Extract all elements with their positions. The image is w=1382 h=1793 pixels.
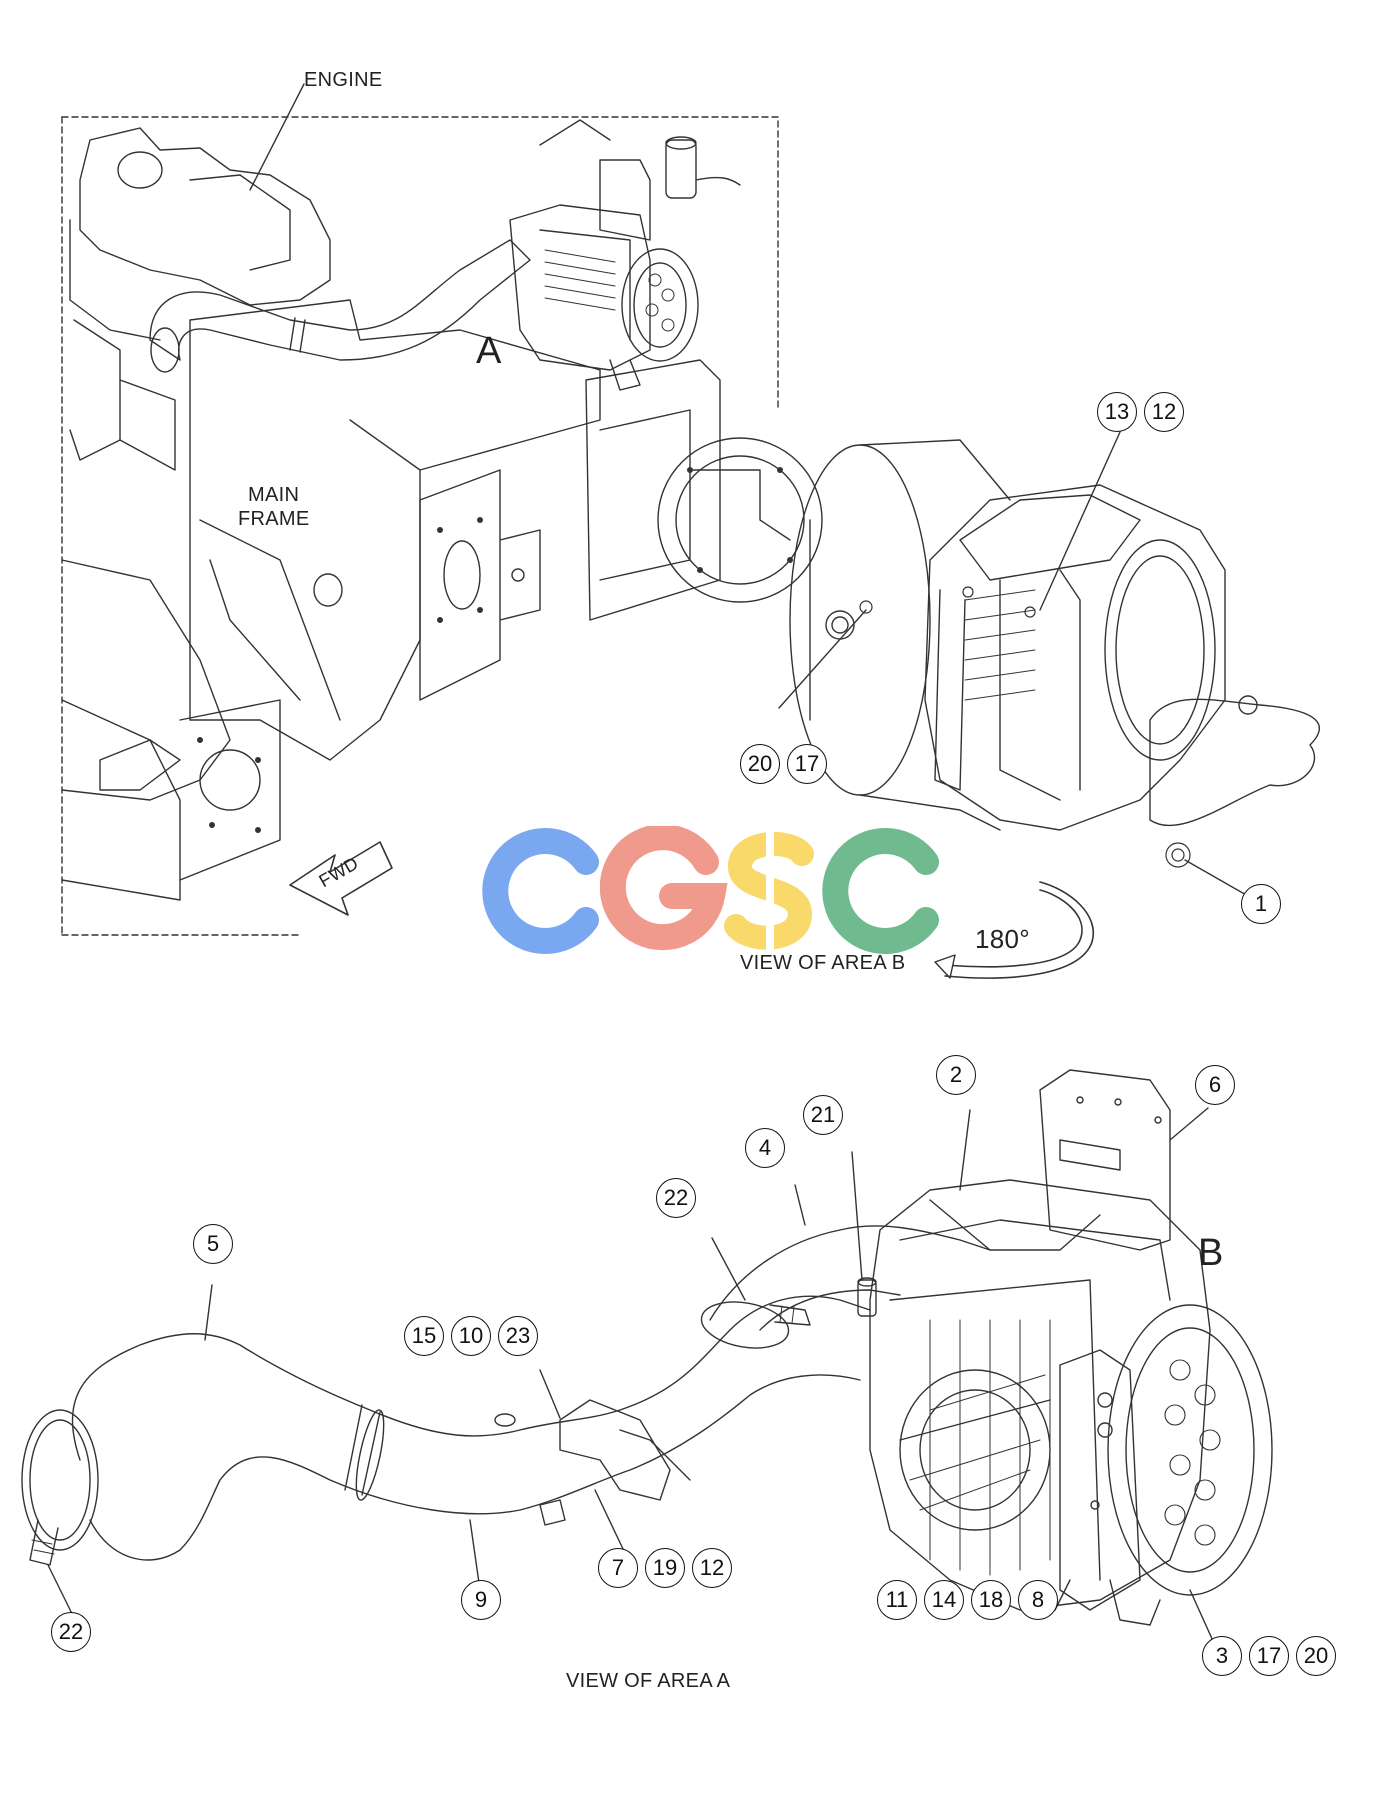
- callout-balloon: 22: [51, 1612, 91, 1652]
- engine-label: ENGINE: [304, 69, 383, 91]
- callout-balloon: 15: [404, 1316, 444, 1356]
- callout-balloon: 13: [1097, 392, 1137, 432]
- callout-balloon: 14: [924, 1580, 964, 1620]
- intake-assembly-view-a: [21, 1069, 1273, 1653]
- callout-balloon: 8: [1018, 1580, 1058, 1620]
- air-cleaner-view-b: [778, 431, 1320, 979]
- callout-balloon: 11: [877, 1580, 917, 1620]
- callout-balloon: 20: [1296, 1636, 1336, 1676]
- main-frame-label-line2: FRAME: [238, 508, 310, 530]
- callout-balloon: 1: [1241, 884, 1281, 924]
- callout-balloon: 3: [1202, 1636, 1242, 1676]
- watermark-logo-letter-3: [724, 832, 814, 950]
- callout-balloon: 17: [787, 744, 827, 784]
- view-area-b-caption: VIEW OF AREA B: [740, 952, 906, 974]
- watermark-logo-letter-2: [600, 826, 728, 951]
- watermark-logo-letter-1: [482, 828, 599, 954]
- callout-balloon: 21: [803, 1095, 843, 1135]
- callout-balloon: 19: [645, 1548, 685, 1588]
- callout-balloon: 2: [936, 1055, 976, 1095]
- callout-balloon: 12: [692, 1548, 732, 1588]
- callout-balloon: 6: [1195, 1065, 1235, 1105]
- watermark-logo-letter-4: [822, 828, 939, 954]
- callout-balloon: 4: [745, 1128, 785, 1168]
- callout-balloon: 22: [656, 1178, 696, 1218]
- view-area-a-caption: VIEW OF AREA A: [566, 1670, 731, 1692]
- callout-balloon: 5: [193, 1224, 233, 1264]
- callout-balloon: 23: [498, 1316, 538, 1356]
- main-frame-label-line1: MAIN: [248, 484, 300, 506]
- area-b-marker: B: [1198, 1232, 1224, 1274]
- engine-frame-view: [61, 83, 823, 936]
- callout-balloon: 7: [598, 1548, 638, 1588]
- callout-balloon: 12: [1144, 392, 1184, 432]
- area-a-marker: A: [476, 330, 502, 372]
- rotation-label: 180°: [975, 924, 1030, 954]
- callout-balloon: 20: [740, 744, 780, 784]
- callout-balloon: 17: [1249, 1636, 1289, 1676]
- callout-balloon: 18: [971, 1580, 1011, 1620]
- callout-balloon: 9: [461, 1580, 501, 1620]
- callout-balloon: 10: [451, 1316, 491, 1356]
